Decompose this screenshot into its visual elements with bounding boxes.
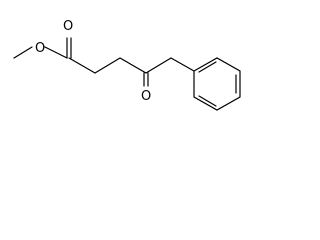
bond-c3-c4 xyxy=(119,57,147,74)
bond-oxygen-carbonyl-carbon xyxy=(44,46,68,59)
ester-oxygen-label: O xyxy=(35,41,45,56)
phenyl-double-bond-1 xyxy=(198,61,217,73)
bond-methyl-oxygen xyxy=(13,46,33,59)
molecule-diagram: O O O xyxy=(13,19,241,111)
structure-canvas: O O O xyxy=(0,0,246,117)
phenyl-double-bond-3 xyxy=(198,95,217,107)
bond-c2-c3 xyxy=(94,57,121,74)
bond-c4-c5 xyxy=(145,57,172,74)
phenyl-ring xyxy=(193,57,241,111)
bond-c1-c2 xyxy=(68,57,96,74)
ester-carbonyl-oxygen-label: O xyxy=(63,19,73,34)
ketone-oxygen-label: O xyxy=(141,89,151,104)
bond-c5-phenyl xyxy=(170,57,195,72)
